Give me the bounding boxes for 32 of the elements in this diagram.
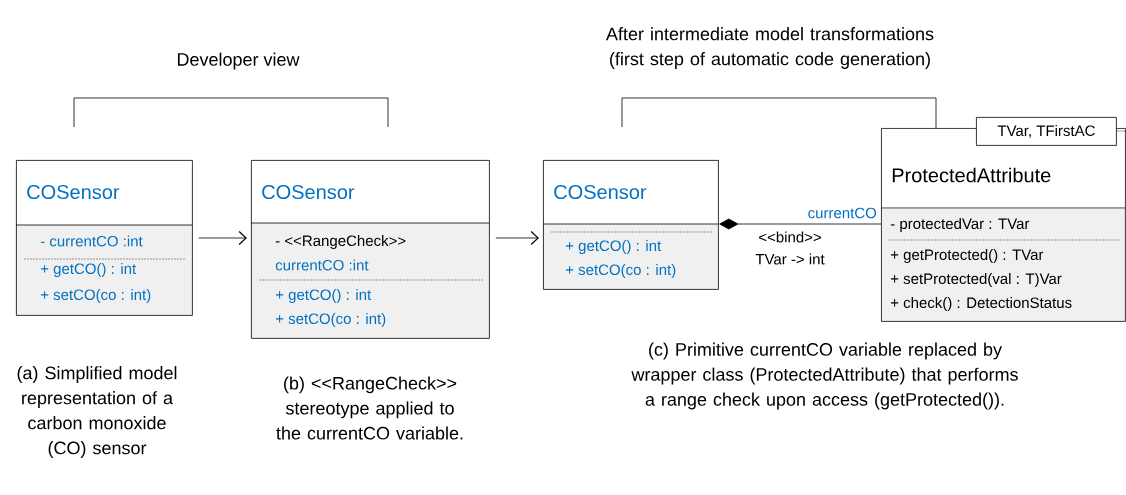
class-box [250,160,490,339]
member-text: + setProtected(val : T)Var [890,273,1062,287]
member-text: + getCO() : int [275,289,372,303]
member-text: + setCO(co : int) [40,289,151,303]
class-box [542,160,719,290]
arrow [198,230,247,246]
member-text: + setCO(co : int) [565,264,676,278]
arrow [495,230,539,246]
caption: (b) <<RangeCheck>> stereotype applied to the currentCO variable. [276,376,463,440]
class-name: COSensor [262,184,355,200]
class-name: COSensor [27,184,120,200]
class-name: ProtectedAttribute [892,167,1051,183]
binding-text: <<bind>> [759,231,821,243]
caption: (a) Simplified model representation of a carbon monoxide (CO) sensor [17,366,177,458]
class-box [15,160,193,316]
binding-text: TVar -> int [755,253,825,265]
member-text: - currentCO :int [40,235,143,247]
heading: After intermediate model transformations (first step of automatic code generation) [605,27,934,69]
arrow [719,218,882,230]
edge-label: currentCO [806,206,878,220]
member-text: + getCO() : int [40,263,137,277]
member-text: + getProtected() : TVar [890,249,1044,263]
member-text: + setCO(co : int) [275,313,386,327]
heading: Developer view [177,52,300,70]
member-text: + check() : DetectionStatus [890,297,1072,311]
member-text: currentCO :int [275,259,369,271]
caption: (c) Primitive currentCO variable replaced by wrapper class (ProtectedAttribute) that performs a range check upon access (getProtected()). [631,342,1018,410]
member-text: - <<RangeCheck>> [275,235,406,249]
member-text: + getCO() : int [565,240,662,254]
class-name: COSensor [554,184,647,200]
template-parameter-box: TVar, TFirstAC [976,117,1117,146]
member-text: - protectedVar : TVar [890,218,1030,232]
